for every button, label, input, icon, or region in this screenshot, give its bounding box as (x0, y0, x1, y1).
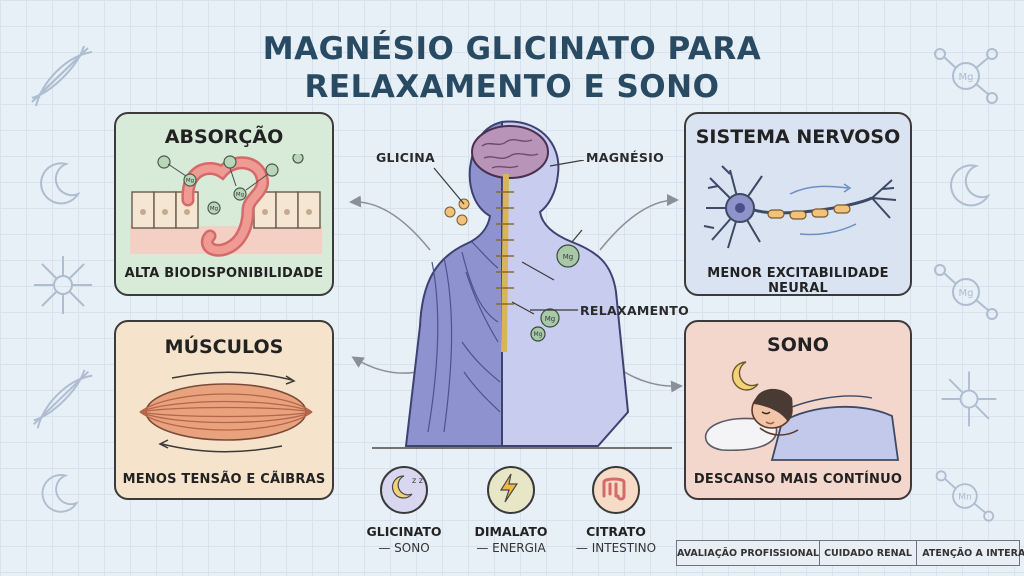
title-line-1: MAGNÉSIO GLICINATO PARA (262, 31, 762, 67)
muscle-fiber-deco-icon-2 (33, 369, 93, 429)
moon-deco-icon-2 (41, 474, 79, 513)
intestine-absorption-illustration: Mg Mg Mg (130, 154, 322, 257)
label-leader-lines (433, 160, 585, 311)
panel-sono-title: SONO (767, 334, 829, 356)
svg-text:Mg: Mg (534, 331, 543, 338)
svg-text:Mg: Mg (236, 192, 244, 198)
panel-absorcao-label: ALTA BIODISPONIBILIDADE (124, 266, 324, 281)
tag-atencao-interacoes: ATENÇÃO A INTERAÇÕES (922, 547, 1024, 559)
type-glicinato: z z GLICINATO — SONO (359, 466, 449, 555)
label-relaxamento: RELAXAMENTO (580, 303, 690, 318)
arrow-to-absorcao (349, 195, 431, 251)
svg-text:Mn: Mn (958, 493, 972, 503)
neuron-illustration (703, 165, 897, 249)
tag-cuidado-renal: CUIDADO RENAL (820, 541, 917, 565)
type-citrato-name: CITRATO (586, 524, 646, 539)
neuron-deco-icon-2 (941, 371, 997, 427)
mn-molecule-deco-icon: Mn (935, 470, 995, 522)
panel-absorcao: ABSORÇÃO Mg Mg Mg ALTA BIODISPONIBILIDAD… (114, 112, 334, 296)
svg-text:Mg: Mg (545, 315, 555, 323)
human-body-illustration: Mg Mg Mg (372, 120, 672, 449)
sleeping-person-illustration (704, 361, 900, 461)
panel-musculos: MÚSCULOS MENOS TENSÃO E CÃIBRAS (114, 320, 334, 500)
moon-zz-icon: z z (391, 475, 423, 499)
type-citrato-desc: — INTESTINO (575, 541, 657, 555)
arrow-to-sistema-nervoso (599, 194, 679, 251)
type-glicinato-name: GLICINATO (366, 524, 442, 539)
neuron-deco-icon (34, 256, 92, 314)
label-glicina: GLICINA (376, 150, 435, 165)
panel-musculos-label: MENOS TENSÃO E CÃIBRAS (122, 472, 326, 487)
moon-deco-icon (40, 162, 81, 205)
label-magnesio: MAGNÉSIO (586, 150, 665, 165)
moon-icon (731, 361, 759, 391)
type-dimalato: DIMALATO — ENERGIA (466, 466, 556, 555)
type-citrato: CITRATO — INTESTINO (571, 466, 661, 555)
svg-text:z z: z z (412, 476, 423, 485)
svg-text:Mg: Mg (959, 288, 974, 299)
svg-text:Mg: Mg (186, 178, 194, 184)
tag-avaliacao-profissional: AVALIAÇÃO PROFISSIONAL (677, 541, 820, 565)
svg-text:Mg: Mg (210, 206, 218, 212)
panel-sistema-nervoso-label: MENOR EXCITABILIDADE NEURAL (707, 266, 889, 296)
panel-sistema-nervoso: SISTEMA NERVOSO MENOR EXCITABILIDADE NEU… (684, 112, 912, 296)
page-title: MAGNÉSIO GLICINATO PARA RELAXAMENTO E SO… (0, 30, 1024, 106)
type-glicinato-desc: — SONO (378, 541, 430, 555)
svg-text:Mg: Mg (959, 72, 974, 83)
panel-absorcao-title: ABSORÇÃO (164, 126, 284, 148)
mg-molecule-deco-icon: Mg (934, 48, 998, 104)
title-line-2: RELAXAMENTO E SONO (304, 69, 720, 105)
panel-sono: SONO DESCANSO MAIS CONTÍNUO (684, 320, 912, 500)
muscle-fiber-deco-icon (31, 45, 93, 107)
lightning-icon (499, 473, 519, 503)
type-dimalato-circle (487, 466, 535, 514)
type-dimalato-desc: — ENERGIA (476, 541, 546, 555)
type-dimalato-name: DIMALATO (474, 524, 548, 539)
svg-text:Mg: Mg (563, 253, 573, 261)
type-citrato-circle (592, 466, 640, 514)
intestine-icon (602, 477, 626, 501)
caution-tags: AVALIAÇÃO PROFISSIONAL CUIDADO RENAL ATE… (676, 540, 1024, 566)
panel-sistema-nervoso-title: SISTEMA NERVOSO (695, 126, 901, 148)
panel-sono-label: DESCANSO MAIS CONTÍNUO (693, 472, 903, 487)
mg-molecule-deco-icon-2: Mg (934, 264, 998, 320)
panel-musculos-title: MÚSCULOS (164, 336, 284, 358)
type-glicinato-circle: z z (380, 466, 428, 514)
muscle-fiber-illustration (139, 371, 313, 453)
moon-deco-icon-3 (950, 164, 991, 207)
